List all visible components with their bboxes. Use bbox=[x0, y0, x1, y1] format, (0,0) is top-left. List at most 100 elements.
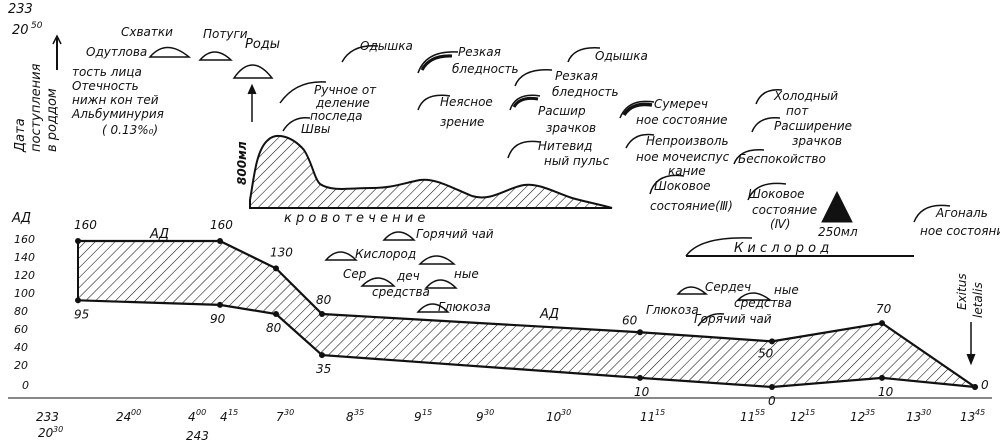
y-tick: 20 bbox=[14, 359, 28, 372]
side-label-1: Дата bbox=[13, 118, 28, 153]
blood-loss-triangle-icon bbox=[821, 190, 853, 223]
systolic-value-label: 70 bbox=[876, 302, 892, 316]
cardiac-arc bbox=[360, 277, 396, 287]
systolic-value-label: 160 bbox=[74, 218, 97, 232]
shock4-arc bbox=[747, 182, 787, 201]
delivery-arc bbox=[232, 64, 274, 79]
systolic-point bbox=[769, 338, 775, 345]
pushing-arc bbox=[198, 51, 233, 61]
diastolic-value-label: 10 bbox=[878, 385, 894, 399]
symptom-shock4-b: состояние bbox=[752, 203, 817, 217]
symptom-shock4-c: (Ⅳ) bbox=[770, 217, 790, 231]
placenta-2: деление bbox=[315, 96, 370, 110]
treat-glucose-2: Глюкоза bbox=[646, 303, 699, 317]
header: 233 20 50 Дата поступления в роддом bbox=[8, 2, 62, 153]
symptom-pulse-a: Нитевид bbox=[538, 139, 592, 153]
shock3-arc bbox=[649, 174, 685, 195]
bleeding-label: к р о в о т е ч е н и е bbox=[284, 211, 425, 226]
date-top: 233 bbox=[8, 2, 33, 17]
x-tick-label: 24 bbox=[116, 410, 131, 424]
x-tick-sup: 15 bbox=[228, 408, 238, 417]
note-left-5: Альбуминурия bbox=[71, 107, 164, 121]
placenta-arc bbox=[279, 81, 327, 104]
treat-cardiac-1a: Сер bbox=[343, 267, 367, 281]
dyspnea-arc-2 bbox=[567, 47, 601, 63]
symptom-anxiety: Беспокойство bbox=[738, 152, 826, 166]
sutures-arc bbox=[282, 117, 311, 132]
anxiety-arc bbox=[733, 149, 765, 165]
urination-arc bbox=[625, 133, 655, 149]
x-tick-label: 11 bbox=[740, 410, 755, 424]
diastolic-value-label: 95 bbox=[74, 307, 89, 321]
treat-cardiac2-c: средства bbox=[734, 296, 792, 310]
treat-cardiac2-a: Сердеч bbox=[705, 280, 751, 294]
symptom-pulse-b: ный пульс bbox=[544, 154, 610, 168]
symptom-sweat-a: Холодный bbox=[773, 89, 838, 103]
symptom-pallor-1b: бледность bbox=[452, 62, 519, 76]
x-tick-sup: 15 bbox=[805, 408, 815, 417]
glucose-arc bbox=[416, 303, 450, 313]
x-tick-label: 4 bbox=[220, 410, 228, 424]
x-tick-label: 7 bbox=[276, 410, 284, 424]
side-label-3: в роддом bbox=[45, 88, 60, 152]
symptom-pupils-2b: зрачков bbox=[792, 134, 842, 148]
pupils-arc-2 bbox=[751, 117, 781, 133]
tea2-arc bbox=[697, 313, 725, 327]
symptom-agonal-a: Агональ bbox=[935, 206, 988, 220]
placenta-4: Швы bbox=[301, 122, 330, 136]
x-tick-sup: 00 bbox=[131, 408, 141, 417]
pupils-arc-1b bbox=[512, 96, 539, 108]
outcome-arrow-head bbox=[966, 353, 976, 366]
x-tick-sup: 15 bbox=[655, 408, 665, 417]
symptom-pupils-2a: Расширение bbox=[774, 119, 852, 133]
x-tick-label: 12 bbox=[790, 410, 805, 424]
x-date-next: 243 bbox=[186, 429, 209, 443]
pallor-arc-2 bbox=[514, 69, 553, 87]
symptom-shock3-b: состояние(Ⅲ) bbox=[650, 199, 733, 213]
bp-chart: АД 160 140 120 100 80 60 40 20 0 АД АД 1… bbox=[11, 211, 989, 408]
y-tick: 120 bbox=[14, 269, 35, 282]
bleeding-area: 800мл к р о в о т е ч е н и е bbox=[235, 134, 613, 226]
cardiac2-arc-2 bbox=[736, 292, 773, 301]
diastolic-value-label: 10 bbox=[634, 385, 650, 399]
treat-oxygen: Кислород bbox=[355, 247, 416, 261]
note-left-2: тость лица bbox=[72, 65, 142, 79]
y-tick: 40 bbox=[14, 341, 28, 354]
systolic-point bbox=[319, 311, 325, 317]
x-tick-label: 11 bbox=[640, 410, 655, 424]
symptom-pallor-1a: Резкая bbox=[458, 45, 501, 59]
y-ticks: 160 140 120 100 80 60 40 20 0 bbox=[14, 233, 35, 392]
cardiac-arc-2 bbox=[424, 279, 458, 289]
systolic-line bbox=[78, 239, 976, 388]
x-tick-sup: 15 bbox=[422, 408, 432, 417]
systolic-value-label: 160 bbox=[210, 218, 233, 232]
symptom-twilight-b: ное состояние bbox=[636, 113, 728, 127]
bleeding-profile bbox=[249, 134, 613, 209]
x-tick-label: 9 bbox=[476, 410, 484, 424]
diastolic-value-label: 90 bbox=[210, 312, 226, 326]
agonal-arc bbox=[913, 204, 951, 223]
symptom-shock3-a: Шоковое bbox=[654, 179, 711, 193]
y-tick: 80 bbox=[14, 305, 28, 318]
note-left-3: Отечность bbox=[72, 79, 139, 93]
x-tick-label: 13 bbox=[960, 410, 975, 424]
dyspnea-arc-1 bbox=[341, 45, 379, 63]
x-tick-sup: 45 bbox=[975, 408, 985, 417]
y-tick: 0 bbox=[22, 379, 29, 392]
y-tick: 160 bbox=[14, 233, 35, 246]
blood-volume-label: 800мл bbox=[235, 141, 249, 185]
systolic-value-label: 60 bbox=[622, 313, 638, 327]
diastolic-value-label: 80 bbox=[266, 321, 282, 335]
time-top-sup: 50 bbox=[31, 21, 43, 31]
symptom-vision-a: Неясное bbox=[440, 95, 493, 109]
event-pushing: Потуги bbox=[203, 27, 248, 41]
treat-cardiac-2: средства bbox=[372, 285, 430, 299]
symptom-sweat-b: пот bbox=[786, 104, 809, 118]
systolic-point bbox=[637, 329, 643, 336]
treat-cardiac2-b: ные bbox=[774, 283, 799, 297]
contractions-arc bbox=[148, 46, 192, 58]
symptom-dyspnea-1: Одышка bbox=[360, 39, 413, 53]
